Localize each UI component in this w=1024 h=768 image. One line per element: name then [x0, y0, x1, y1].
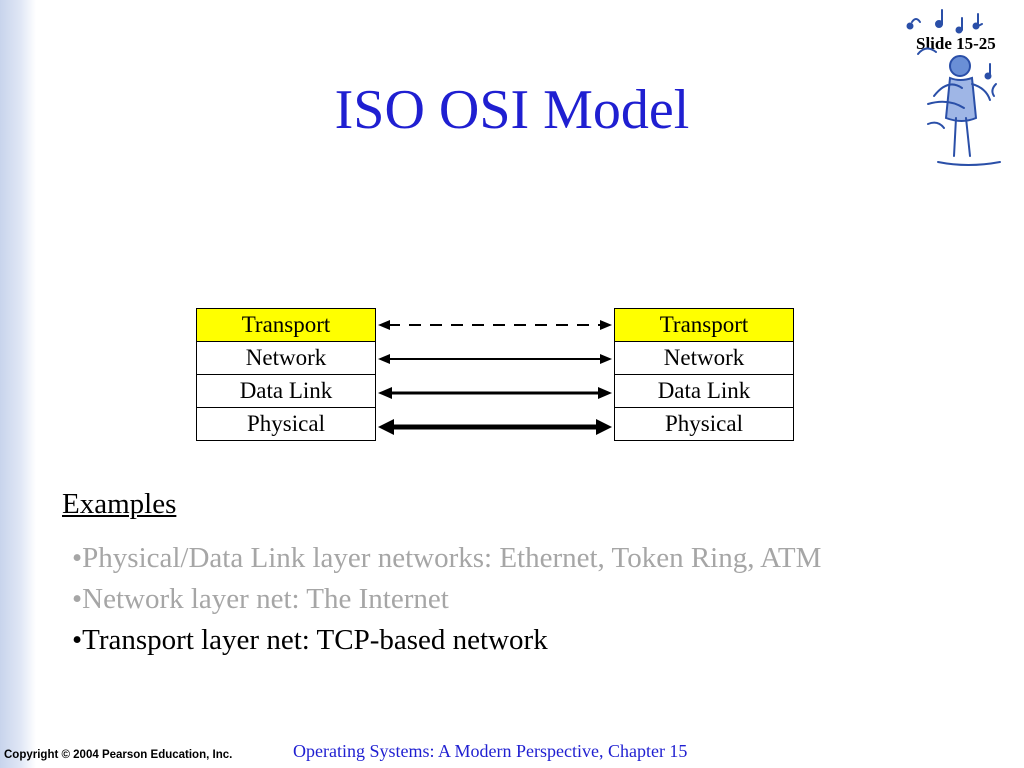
example-item-transport: •Transport layer net: TCP-based network	[72, 624, 548, 656]
musician-logo-icon	[906, 9, 1001, 166]
left-transport-layer: Transport	[196, 308, 376, 342]
right-datalink-layer: Data Link	[614, 374, 794, 408]
slide-number: Slide 15-25	[916, 34, 996, 53]
left-protocol-stack: Transport Network Data Link Physical	[196, 308, 376, 441]
copyright-notice: Copyright © 2004 Pearson Education, Inc.	[4, 749, 233, 761]
transport-dashed-arrow	[378, 320, 612, 330]
datalink-arrow	[378, 387, 612, 399]
footer-book-title: Operating Systems: A Modern Perspective,…	[293, 741, 688, 761]
network-arrow	[378, 354, 612, 364]
examples-heading: Examples	[62, 488, 177, 520]
layer-connection-arrows	[378, 320, 612, 435]
example-item-network: •Network layer net: The Internet	[72, 583, 449, 615]
example-item-physical-datalink: •Physical/Data Link layer networks: Ethe…	[72, 542, 822, 574]
left-network-layer: Network	[196, 341, 376, 375]
right-network-layer: Network	[614, 341, 794, 375]
slide-title: ISO OSI Model	[334, 79, 690, 141]
physical-arrow	[378, 419, 612, 435]
right-physical-layer: Physical	[614, 407, 794, 441]
left-physical-layer: Physical	[196, 407, 376, 441]
examples-list: •Physical/Data Link layer networks: Ethe…	[72, 538, 821, 661]
sidebar-gradient	[0, 0, 36, 768]
left-datalink-layer: Data Link	[196, 374, 376, 408]
right-transport-layer: Transport	[614, 308, 794, 342]
right-protocol-stack: Transport Network Data Link Physical	[614, 308, 794, 441]
